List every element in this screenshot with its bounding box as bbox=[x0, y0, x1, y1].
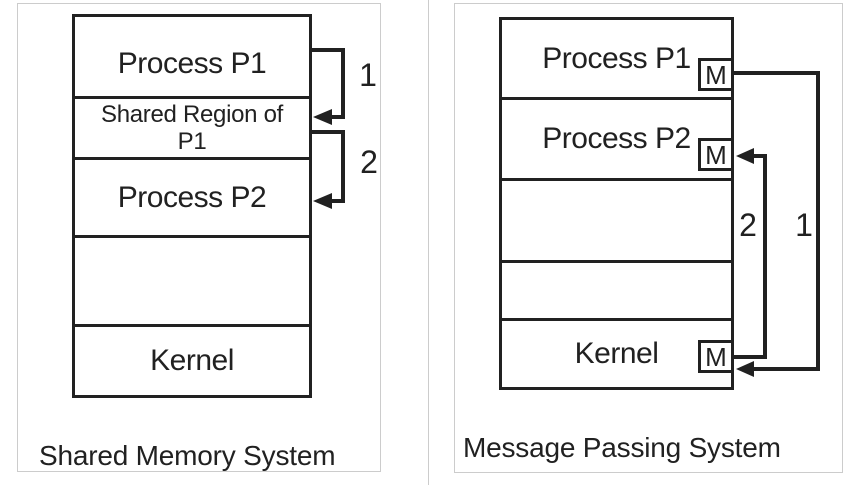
arrow-right-1 bbox=[732, 71, 820, 377]
message-passing-stack: Process P1 Process P2 Kernel bbox=[499, 17, 734, 390]
box-label: Kernel bbox=[574, 337, 659, 370]
message-box-label: M bbox=[705, 139, 727, 170]
box-label: Process P1 bbox=[117, 46, 267, 80]
box-process-p2-left: Process P2 bbox=[75, 160, 309, 238]
arrowhead-left-icon bbox=[736, 148, 754, 164]
shared-region-line2: P1 bbox=[177, 128, 207, 155]
box-empty-1-right bbox=[502, 181, 731, 263]
box-label: Process P1 bbox=[542, 41, 691, 75]
arrow-left-1 bbox=[310, 48, 345, 125]
box-kernel-left: Kernel bbox=[75, 327, 309, 395]
message-box-label: M bbox=[705, 59, 727, 90]
box-label: Shared Region of P1 bbox=[101, 101, 283, 155]
box-empty-2-right bbox=[502, 263, 731, 321]
box-label: Process P2 bbox=[117, 180, 267, 214]
box-process-p1-right: Process P1 bbox=[502, 20, 731, 100]
box-process-p2-right: Process P2 bbox=[502, 100, 731, 181]
message-box-label: M bbox=[705, 341, 727, 372]
message-passing-caption: Message Passing System bbox=[463, 432, 781, 463]
box-label: Kernel bbox=[150, 344, 234, 377]
box-process-p1-left: Process P1 bbox=[75, 17, 309, 99]
arrow-label-right-2: 2 bbox=[739, 207, 757, 243]
arrow-label-left-2: 2 bbox=[360, 144, 378, 180]
arrowhead-left-icon bbox=[313, 109, 332, 125]
arrowhead-left-icon bbox=[313, 193, 332, 209]
arrow-left-2 bbox=[310, 130, 345, 209]
arrowhead-left-icon bbox=[736, 361, 754, 377]
box-empty-left bbox=[75, 238, 309, 327]
shared-memory-stack: Process P1 Shared Region of P1 Process P… bbox=[72, 14, 312, 398]
shared-memory-caption: Shared Memory System bbox=[39, 440, 336, 471]
box-shared-region: Shared Region of P1 bbox=[75, 99, 309, 160]
arrow-label-left-1: 1 bbox=[359, 57, 377, 93]
message-box-process-p1: M bbox=[698, 58, 734, 91]
arrow-right-2 bbox=[732, 148, 767, 359]
message-box-process-p2: M bbox=[698, 138, 734, 171]
box-label: Process P2 bbox=[542, 122, 691, 155]
shared-region-line1: Shared Region of bbox=[101, 101, 283, 128]
column-divider bbox=[428, 0, 429, 485]
box-kernel-right: Kernel bbox=[502, 321, 731, 387]
arrow-label-right-1: 1 bbox=[795, 207, 813, 243]
